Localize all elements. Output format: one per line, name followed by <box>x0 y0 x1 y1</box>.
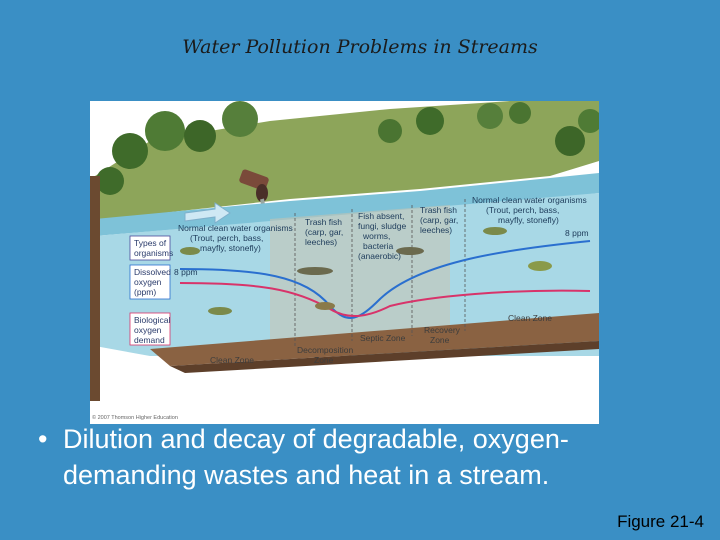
zone-dividers <box>294 199 466 346</box>
left-bank <box>90 176 100 401</box>
stream-pollution-diagram: Types of organisms Dissolved oxygen (ppm… <box>90 101 599 424</box>
bullet-point: • Dilution and decay of degradable, oxyg… <box>38 421 698 493</box>
zone-label-clean-left: Clean Zone <box>210 355 254 365</box>
diagram-illustration: Types of organisms Dissolved oxygen (ppm… <box>90 101 599 424</box>
organism-label-trash-right: Trash fish (carp, gar, leeches) <box>420 205 461 235</box>
zone-label-septic: Septic Zone <box>360 333 406 343</box>
types-label-box <box>129 235 171 261</box>
dissolved-oxygen-curve <box>179 240 591 319</box>
bullet-text: Dilution and decay of degradable, oxygen… <box>63 424 569 490</box>
bod-label-box <box>129 312 171 346</box>
fish <box>180 227 552 315</box>
water-surface <box>95 173 599 236</box>
bod-curve <box>179 282 591 317</box>
bullet-marker: • <box>38 424 48 454</box>
organism-label-normal-right: Normal clean water organisms (Trout, per… <box>472 195 589 225</box>
zone-label-clean-right: Clean Zone <box>508 313 552 323</box>
oxygen-label: Dissolved oxygen (ppm) <box>134 267 173 297</box>
bod-label: Biological oxygen demand <box>134 315 173 345</box>
copyright-text: © 2007 Thomson Higher Education <box>92 414 178 421</box>
organism-label-septic: Fish absent, fungi, sludge worms, bacter… <box>358 211 409 261</box>
zone-label-decomposition: Decomposition Zone <box>297 345 356 365</box>
figure-reference: Figure 21-4 <box>617 512 704 531</box>
stream-bed-edge <box>170 341 599 373</box>
ppm-label-left: 8 ppm <box>174 267 198 277</box>
organism-label-trash-left: Trash fish (carp, gar, leeches) <box>305 217 346 247</box>
zone-label-recovery: Recovery Zone <box>424 325 462 345</box>
trees <box>96 101 599 195</box>
ppm-label-right: 8 ppm <box>565 228 589 238</box>
stream-bed <box>150 313 599 366</box>
riverbank-land <box>95 101 599 221</box>
flow-arrow <box>184 202 231 224</box>
oxygen-label-box <box>129 264 171 300</box>
murky-water <box>270 205 450 346</box>
types-label: Types of organisms <box>134 238 173 258</box>
slide-title: Water Pollution Problems in Streams <box>182 36 538 58</box>
organism-label-normal-left: Normal clean water organisms (Trout, per… <box>178 223 295 253</box>
